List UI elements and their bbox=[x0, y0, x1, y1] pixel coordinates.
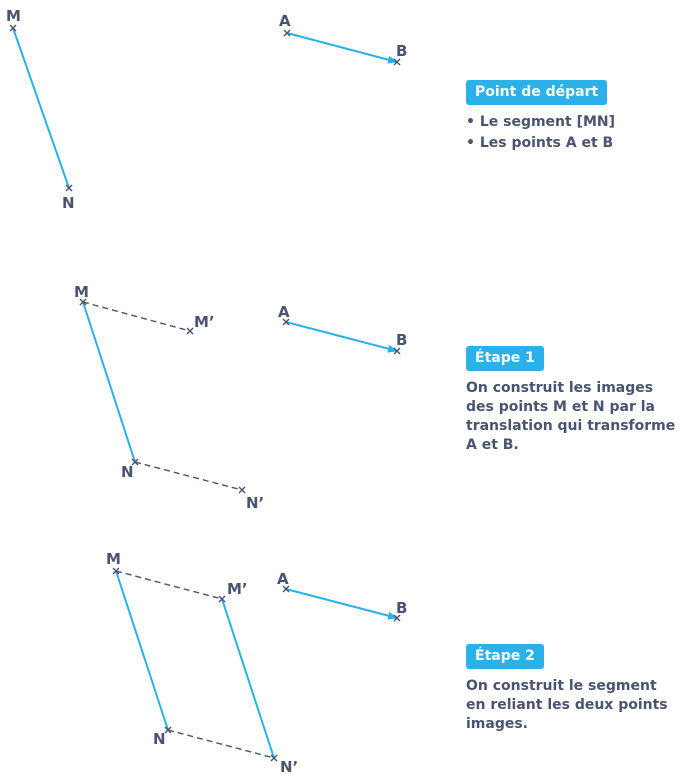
cross-b bbox=[393, 614, 401, 622]
cross-nprime bbox=[238, 486, 246, 494]
vector-ab bbox=[286, 32, 398, 64]
caption-step-1: Étape 1 On construit les images des poin… bbox=[466, 346, 680, 455]
panel-step-2: M N M’ N’ A B bbox=[106, 550, 407, 775]
caption-text: On construit les images des points M et … bbox=[466, 380, 676, 453]
caption-start: Point de départ • Le segment [MN] • Les … bbox=[466, 80, 680, 154]
cross-a bbox=[282, 585, 290, 593]
label-mprime: M’ bbox=[194, 313, 215, 331]
label-m: M bbox=[106, 550, 121, 568]
cross-b bbox=[393, 347, 401, 355]
cross-m bbox=[112, 567, 120, 575]
label-n: N bbox=[121, 463, 134, 481]
cross-n bbox=[65, 184, 73, 192]
cross-b bbox=[393, 58, 401, 66]
dashed-m-mprime bbox=[82, 301, 191, 332]
label-a: A bbox=[279, 12, 291, 30]
cross-m bbox=[9, 24, 17, 32]
label-b: B bbox=[396, 599, 407, 617]
segment-mn bbox=[82, 301, 136, 463]
caption-step-2: Étape 2 On construit le segment en relia… bbox=[466, 644, 680, 734]
dashed-n-nprime bbox=[134, 461, 243, 491]
segment-mprime-nprime bbox=[221, 598, 275, 759]
cross-a bbox=[283, 29, 291, 37]
label-nprime: N’ bbox=[246, 494, 264, 512]
panel-step-1: M N M’ N’ A B bbox=[74, 283, 407, 512]
cross-n bbox=[131, 458, 139, 466]
cross-nprime bbox=[270, 754, 278, 762]
vector-ab bbox=[285, 321, 398, 353]
segment-mn bbox=[12, 27, 70, 189]
cross-a bbox=[282, 318, 290, 326]
caption-bullets: • Le segment [MN] • Les points A et B bbox=[466, 112, 680, 154]
cross-mprime bbox=[218, 595, 226, 603]
label-a: A bbox=[277, 570, 289, 588]
caption-title: Étape 1 bbox=[466, 346, 544, 371]
caption-title: Point de départ bbox=[466, 80, 608, 105]
label-n: N bbox=[153, 730, 166, 748]
dashed-m-mprime bbox=[115, 570, 223, 600]
label-a: A bbox=[278, 303, 290, 321]
label-nprime: N’ bbox=[280, 758, 298, 775]
dashed-n-nprime bbox=[167, 729, 275, 759]
segment-mn bbox=[115, 570, 169, 731]
label-m: M bbox=[74, 283, 89, 301]
panel-start: M N A B bbox=[6, 7, 407, 212]
bullet-item: • Les points A et B bbox=[466, 135, 614, 151]
label-mprime: M’ bbox=[227, 580, 248, 598]
cross-mprime bbox=[186, 327, 194, 335]
cross-m bbox=[79, 298, 87, 306]
caption-text: On construit le segment en reliant les d… bbox=[466, 678, 668, 732]
label-b: B bbox=[396, 42, 407, 60]
label-m: M bbox=[6, 7, 21, 25]
bullet-item: • Le segment [MN] bbox=[466, 114, 616, 130]
caption-title: Étape 2 bbox=[466, 644, 544, 669]
cross-n bbox=[164, 726, 172, 734]
label-n: N bbox=[62, 194, 75, 212]
label-b: B bbox=[396, 331, 407, 349]
vector-ab bbox=[285, 588, 398, 620]
